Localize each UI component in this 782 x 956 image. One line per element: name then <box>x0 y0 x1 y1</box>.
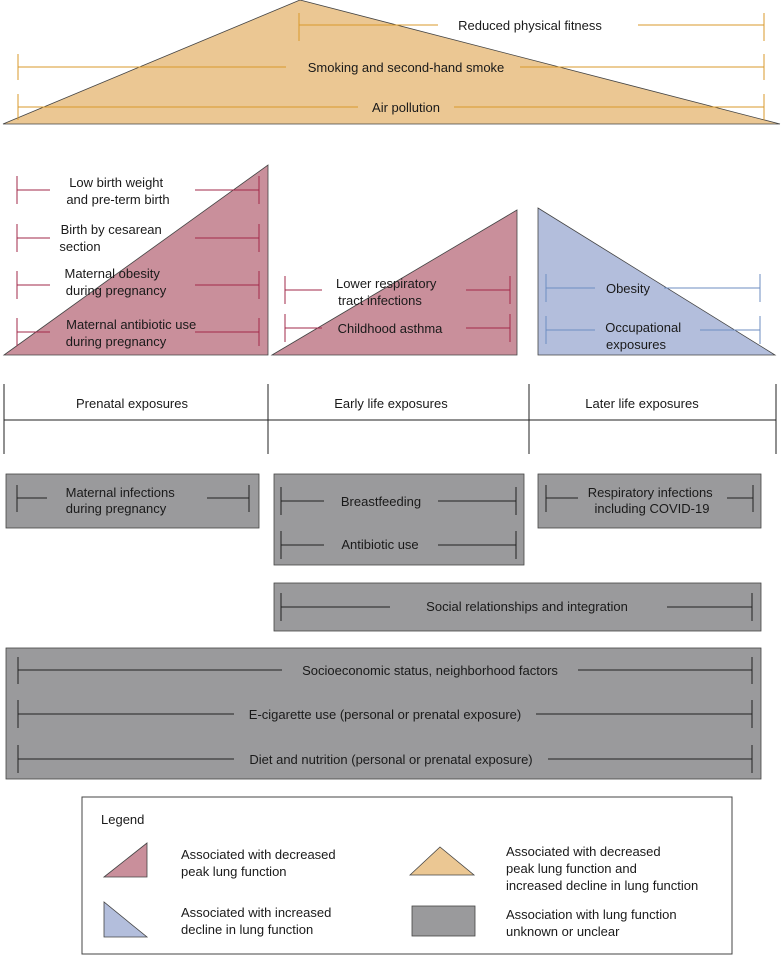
timeline: Prenatal exposures Early life exposures … <box>3 384 777 454</box>
range-diet <box>17 745 753 773</box>
label-reduced-fitness: Reduced physical fitness <box>458 18 602 33</box>
legend-decreased-peak-and-decline: Associated with decreased peak lung func… <box>506 844 698 893</box>
prenatal-triangle <box>2 164 269 356</box>
label-air-pollution: Air pollution <box>372 100 440 115</box>
unknown-association-group: Maternal infections during pregnancy Bre… <box>5 473 762 780</box>
box-maternal-infections <box>5 473 260 529</box>
range-respiratory-infections <box>545 485 754 512</box>
legend-title: Legend <box>101 812 144 827</box>
legend: Legend Associated with decreased peak lu… <box>81 796 733 955</box>
box-early-life-unknown <box>273 473 525 566</box>
range-ecigarette <box>17 700 753 728</box>
timeline-early: Early life exposures <box>334 396 448 411</box>
legend-pink-triangle-swatch <box>102 842 148 878</box>
legend-decreased-peak: Associated with decreased peak lung func… <box>181 847 339 879</box>
range-smoking <box>17 54 765 80</box>
label-maternal-infections: Maternal infections during pregnancy <box>66 485 179 516</box>
range-reduced-fitness <box>298 13 765 41</box>
label-obesity: Obesity <box>606 281 651 296</box>
label-social-relationships: Social relationships and integration <box>426 599 628 614</box>
label-diet: Diet and nutrition (personal or prenatal… <box>249 752 532 767</box>
timeline-later: Later life exposures <box>585 396 699 411</box>
label-lower-respiratory: Lower respiratory tract infections <box>336 276 440 308</box>
range-maternal-obesity <box>16 271 260 299</box>
range-antibiotic-use <box>280 531 517 559</box>
box-respiratory-infections <box>537 473 762 529</box>
range-obesity <box>545 274 761 302</box>
range-childhood-asthma <box>284 314 511 342</box>
range-low-birth-weight <box>16 176 260 204</box>
range-maternal-antibiotic <box>16 318 260 346</box>
legend-box <box>81 796 733 955</box>
range-cesarean <box>16 224 260 252</box>
legend-tan-triangle-swatch <box>408 846 476 876</box>
label-antibiotic-use: Antibiotic use <box>341 537 418 552</box>
label-maternal-obesity: Maternal obesity during pregnancy <box>64 266 166 298</box>
label-respiratory-infections: Respiratory infections including COVID-1… <box>588 485 717 516</box>
label-maternal-antibiotic: Maternal antibiotic use during pregnancy <box>66 317 200 349</box>
lifelong-triangle <box>2 0 781 125</box>
later-life-triangle <box>537 207 777 356</box>
range-social-relationships <box>280 593 753 621</box>
label-occupational: Occupational exposures <box>605 320 685 352</box>
range-maternal-infections <box>16 485 250 512</box>
label-socioeconomic: Socioeconomic status, neighborhood facto… <box>302 663 558 678</box>
prenatal-peak-group: Low birth weight and pre-term birth Birt… <box>2 164 269 356</box>
lifelong-exposures-group: Reduced physical fitness Smoking and sec… <box>2 0 781 125</box>
label-cesarean: Birth by cesarean section <box>59 222 165 254</box>
label-childhood-asthma: Childhood asthma <box>338 321 444 336</box>
range-air-pollution <box>17 94 765 120</box>
legend-blue-triangle-swatch <box>103 901 149 938</box>
early-life-triangle <box>270 209 518 356</box>
early-life-peak-group: Lower respiratory tract infections Child… <box>270 209 518 356</box>
timeline-prenatal: Prenatal exposures <box>76 396 189 411</box>
range-lower-respiratory <box>284 276 511 304</box>
later-life-decline-group: Obesity Occupational exposures <box>537 207 777 356</box>
range-socioeconomic <box>17 657 753 684</box>
label-ecigarette: E-cigarette use (personal or prenatal ex… <box>249 707 521 722</box>
label-breastfeeding: Breastfeeding <box>341 494 421 509</box>
label-low-birth-weight: Low birth weight and pre-term birth <box>66 175 169 207</box>
legend-unknown: Association with lung function unknown o… <box>506 907 680 939</box>
legend-increased-decline: Associated with increased decline in lun… <box>181 905 335 937</box>
range-breastfeeding <box>280 487 517 515</box>
legend-grey-box-swatch <box>411 905 476 937</box>
range-occupational <box>545 316 761 344</box>
label-smoking: Smoking and second-hand smoke <box>308 60 505 75</box>
